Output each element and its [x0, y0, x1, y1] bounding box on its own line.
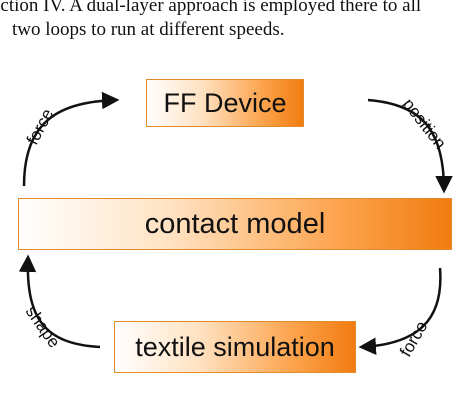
edge-label-shape: shape — [22, 302, 64, 351]
edge-label-force-top: force — [23, 106, 58, 148]
ff-device-node: FF Device — [146, 79, 304, 127]
textile-simulation-label: textile simulation — [135, 331, 335, 362]
contact-model-label: contact model — [144, 207, 326, 240]
caption-line-1: ection IV. A dual-layer approach is empl… — [0, 0, 422, 16]
ff-device-label: FF Device — [163, 87, 287, 118]
arrow-position-to-contact-model — [367, 98, 453, 194]
arrow-force-to-ff-device — [22, 91, 120, 187]
contact-model-node: contact model — [18, 198, 452, 250]
edge-label-position: position — [399, 95, 450, 153]
arrow-force-to-textile-simulation — [358, 267, 442, 355]
textile-simulation-node: textile simulation — [114, 321, 356, 373]
caption-line-2: two loops to run at different speeds. — [12, 19, 285, 40]
arrow-shape-to-contact-model — [18, 254, 101, 349]
